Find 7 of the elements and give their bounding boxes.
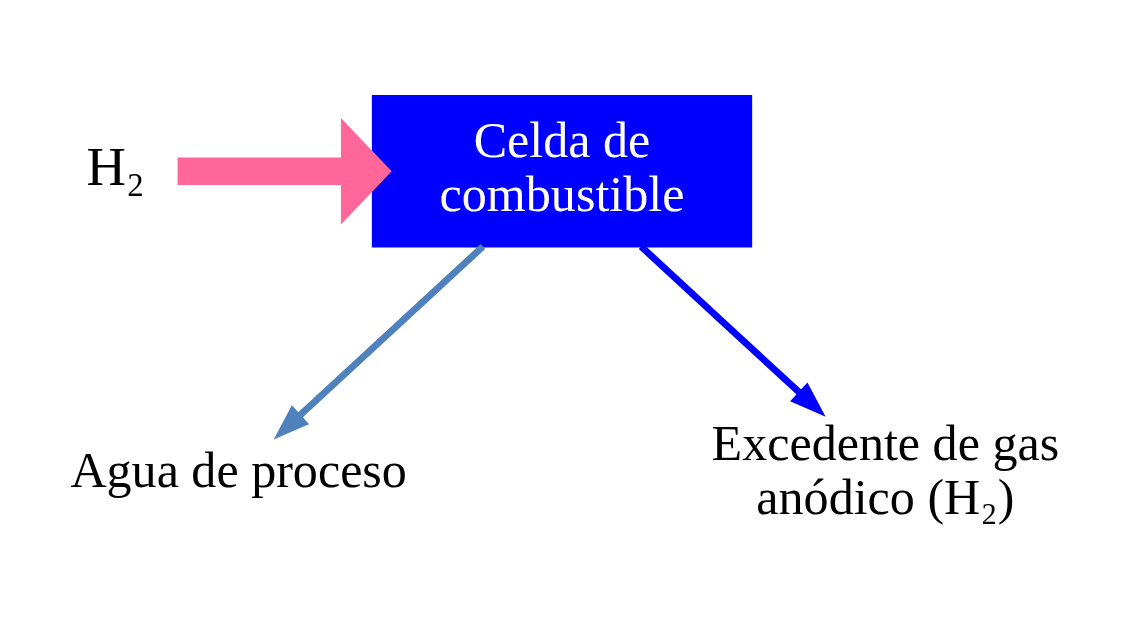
node-box: Celda de combustible (371, 94, 753, 248)
node-text: Excedente de gas anódico (H₂) (711, 414, 1060, 526)
arrow (638, 244, 826, 417)
arrow (273, 244, 486, 440)
node-text: Agua de proceso (70, 441, 407, 498)
arrow (177, 117, 392, 225)
node-text: H₂ (86, 136, 145, 198)
